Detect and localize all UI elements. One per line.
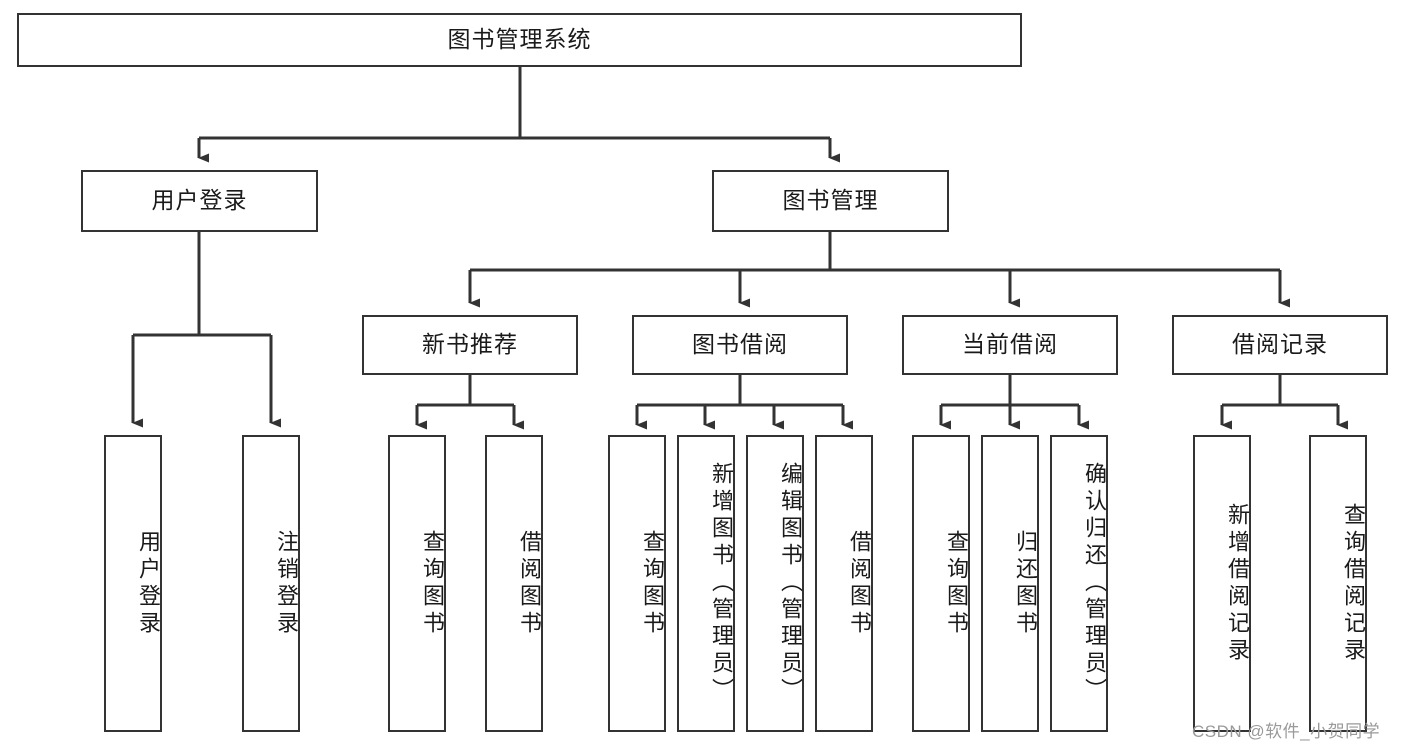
leaf-logout[interactable]: 注销登录 bbox=[242, 435, 300, 732]
leaf-borrow-edit-book-admin-label: 编辑图书（管理员） bbox=[778, 462, 803, 705]
leaf-borrow-query-book[interactable]: 查询图书 bbox=[608, 435, 666, 732]
leaf-newbook-borrow-book-label: 借阅图书 bbox=[517, 529, 542, 638]
leaf-user-login-label: 用户登录 bbox=[136, 529, 161, 638]
node-book-borrow[interactable]: 图书借阅 bbox=[632, 315, 848, 375]
node-user-login[interactable]: 用户登录 bbox=[81, 170, 318, 232]
leaf-borrow-edit-book-admin[interactable]: 编辑图书（管理员） bbox=[746, 435, 804, 732]
leaf-borrow-query-book-label: 查询图书 bbox=[640, 529, 665, 638]
leaf-current-confirm-return-admin-label: 确认归还（管理员） bbox=[1082, 462, 1107, 705]
node-book-borrow-label: 图书借阅 bbox=[692, 331, 788, 358]
leaf-current-query-book-label: 查询图书 bbox=[944, 529, 969, 638]
leaf-current-query-book[interactable]: 查询图书 bbox=[912, 435, 970, 732]
node-root-label: 图书管理系统 bbox=[447, 26, 592, 53]
leaf-borrow-add-book-admin[interactable]: 新增图书（管理员） bbox=[677, 435, 735, 732]
leaf-logout-label: 注销登录 bbox=[274, 529, 299, 638]
node-root-system[interactable]: 图书管理系统 bbox=[17, 13, 1022, 67]
node-new-book-recommendation-label: 新书推荐 bbox=[422, 331, 518, 358]
node-book-management-label: 图书管理 bbox=[782, 187, 879, 214]
leaf-records-add-record-label: 新增借阅记录 bbox=[1225, 502, 1250, 665]
leaf-current-return-book-label: 归还图书 bbox=[1013, 529, 1038, 638]
node-borrow-records-label: 借阅记录 bbox=[1232, 331, 1328, 358]
leaf-user-login[interactable]: 用户登录 bbox=[104, 435, 162, 732]
leaf-borrow-add-book-admin-label: 新增图书（管理员） bbox=[709, 462, 734, 705]
leaf-borrow-borrow-book[interactable]: 借阅图书 bbox=[815, 435, 873, 732]
leaf-newbook-borrow-book[interactable]: 借阅图书 bbox=[485, 435, 543, 732]
leaf-borrow-borrow-book-label: 借阅图书 bbox=[847, 529, 872, 638]
node-current-borrow-label: 当前借阅 bbox=[962, 331, 1058, 358]
leaf-newbook-query-book[interactable]: 查询图书 bbox=[388, 435, 446, 732]
leaf-records-query-record[interactable]: 查询借阅记录 bbox=[1309, 435, 1367, 732]
node-book-management[interactable]: 图书管理 bbox=[712, 170, 949, 232]
node-user-login-label: 用户登录 bbox=[151, 187, 248, 214]
leaf-newbook-query-book-label: 查询图书 bbox=[420, 529, 445, 638]
leaf-records-add-record[interactable]: 新增借阅记录 bbox=[1193, 435, 1251, 732]
leaf-current-return-book[interactable]: 归还图书 bbox=[981, 435, 1039, 732]
node-current-borrow[interactable]: 当前借阅 bbox=[902, 315, 1118, 375]
csdn-watermark: CSDN @软件_小贺同学 bbox=[1192, 722, 1381, 741]
leaf-records-query-record-label: 查询借阅记录 bbox=[1341, 502, 1366, 665]
node-borrow-records[interactable]: 借阅记录 bbox=[1172, 315, 1388, 375]
node-new-book-recommendation[interactable]: 新书推荐 bbox=[362, 315, 578, 375]
leaf-current-confirm-return-admin[interactable]: 确认归还（管理员） bbox=[1050, 435, 1108, 732]
